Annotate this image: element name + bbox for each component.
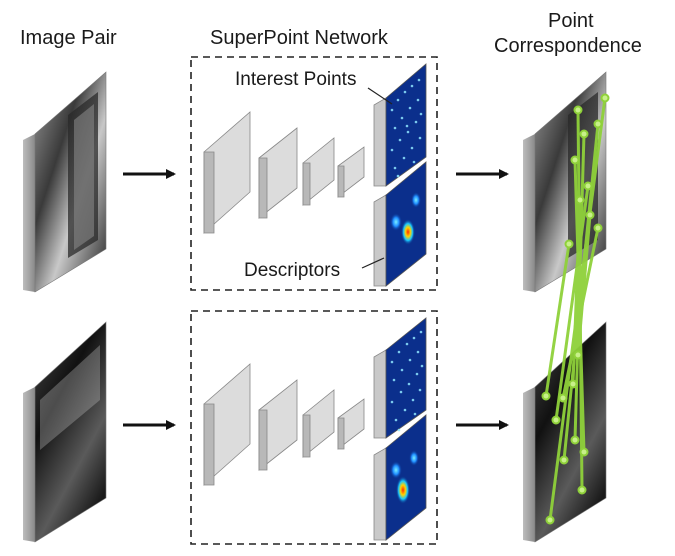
- encoder-layers-bottom: [203, 363, 365, 486]
- descriptors-heatmap-bottom: [373, 414, 427, 541]
- descriptors-leader: [361, 257, 385, 269]
- network-box-bottom: [190, 310, 438, 545]
- interest-points-heatmap-bottom: [373, 317, 427, 439]
- input-image-top: [23, 71, 107, 293]
- interest-points-label: Interest Points: [235, 69, 356, 90]
- network-header: SuperPoint Network: [210, 27, 389, 49]
- correspondence-header-line2: Correspondence: [494, 35, 642, 57]
- interest-points-heatmap-top: [373, 63, 427, 187]
- image-pair-header: Image Pair: [20, 27, 117, 49]
- correspondence-points: [541, 93, 610, 525]
- input-image-bottom: [23, 321, 107, 543]
- output-image-bottom: [523, 321, 607, 543]
- correspondence-lines: [544, 97, 607, 521]
- correspondence-header-line1: Point: [548, 10, 594, 32]
- descriptors-label: Descriptors: [244, 260, 340, 281]
- descriptors-heatmap-top: [373, 161, 427, 287]
- interest-points-leader: [367, 87, 393, 105]
- network-box-top: [190, 56, 438, 291]
- encoder-layers-top: [203, 111, 365, 234]
